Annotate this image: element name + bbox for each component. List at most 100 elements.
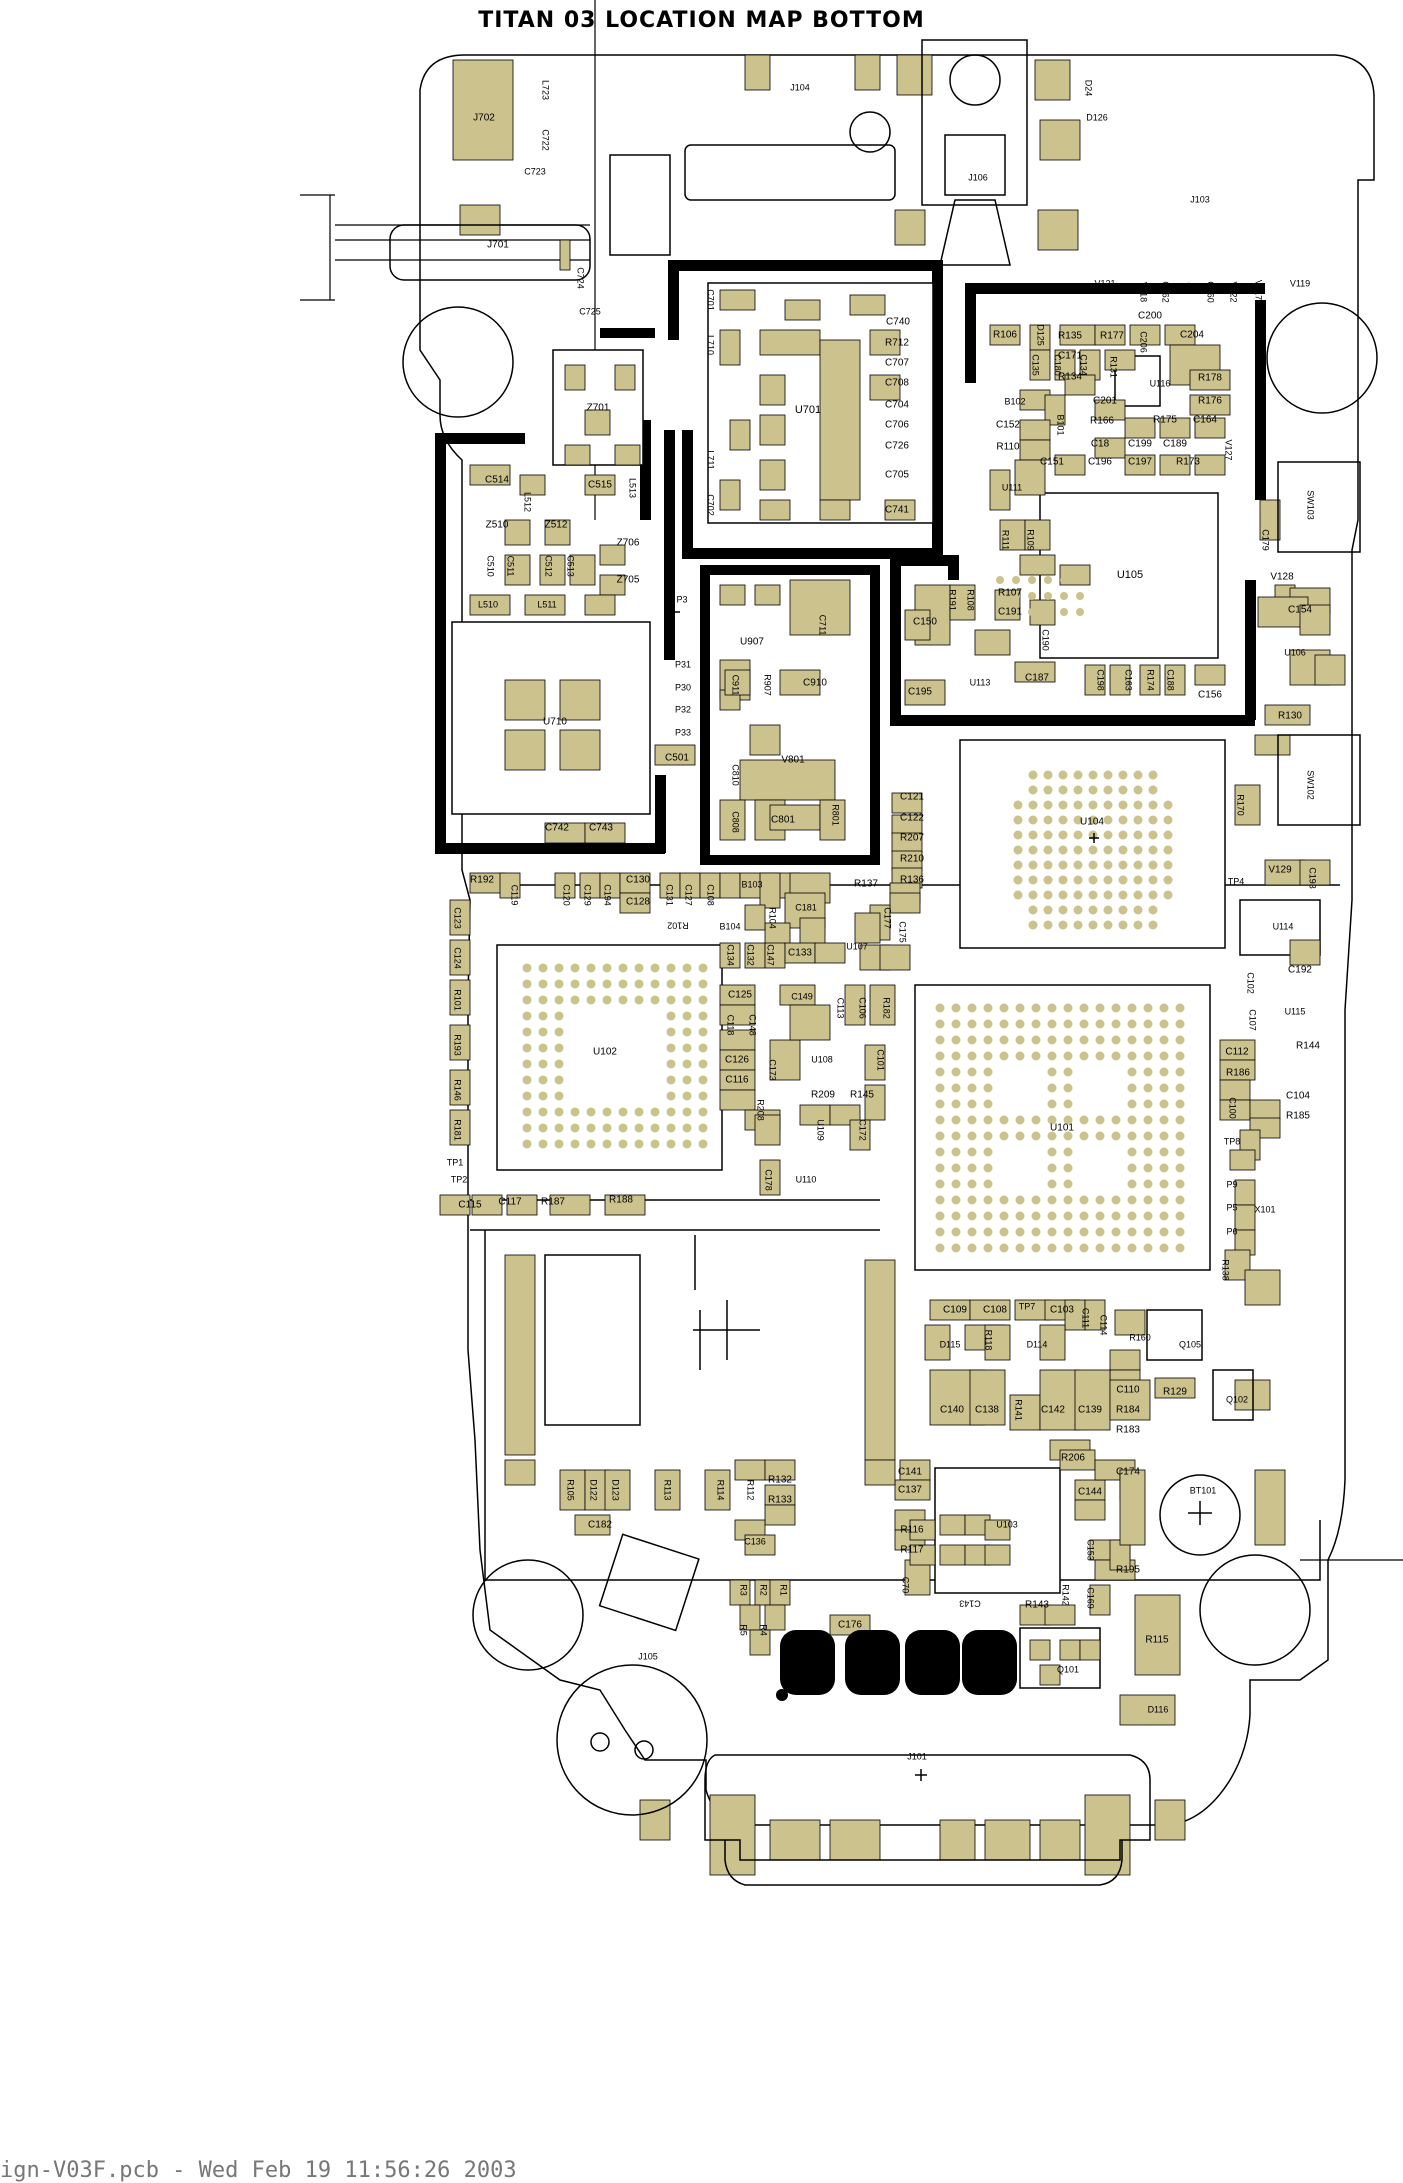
bga-ball [1127,1019,1137,1029]
component-pad [719,799,746,841]
refdes-label: C702 [706,494,716,516]
bga-ball [1079,1195,1089,1205]
bga-ball [1148,890,1158,900]
bga-ball [1095,1195,1105,1205]
refdes-label: C18 [1091,439,1110,450]
bga-ball [682,979,692,989]
footer-filename-timestamp: ign-V03F.pcb - Wed Feb 19 11:56:26 2003 [0,2158,517,2183]
refdes-label: R160 [1129,1332,1151,1342]
bga-ball [1012,576,1020,584]
bga-ball [586,995,596,1005]
bga-ball [996,576,1004,584]
bga-ball [983,1067,993,1077]
bga-ball [1079,1211,1089,1221]
refdes-label: C114 [1099,1315,1109,1336]
bga-ball [698,1027,708,1037]
refdes-label: P33 [675,727,691,737]
refdes-label: D114 [1027,1339,1048,1349]
bga-ball [967,1163,977,1173]
component-pad [1064,374,1096,396]
vibrator-outline [556,1664,708,1816]
refdes-label: C134 [1079,354,1089,376]
bga-ball [1088,875,1098,885]
bga-ball [554,963,564,973]
refdes-label: R105 [566,1479,576,1501]
refdes-label: V118 [1139,282,1149,302]
bga-ball [570,1139,580,1149]
refdes-label: B101 [1056,414,1066,435]
refdes-label: C726 [885,441,909,452]
bga-ball [1063,1147,1073,1157]
component-pad [779,669,821,696]
refdes-label: R135 [1058,331,1082,342]
bga-ball [570,963,580,973]
component-pad [709,1794,756,1876]
bga-ball [666,1011,676,1021]
bga-ball [1047,1243,1057,1253]
component-pad [504,1254,536,1456]
bga-ball [1073,920,1083,930]
bga-ball [999,1115,1009,1125]
bga-ball [1015,1243,1025,1253]
bga-ball [554,1075,564,1085]
bga-ball [1047,1131,1057,1141]
refdes-label: C801 [771,815,795,826]
refdes-label: C190 [1041,629,1051,651]
bga-ball [1127,1067,1137,1077]
bga-ball [1159,1083,1169,1093]
component-pad [939,1514,966,1536]
refdes-label: C119 [510,885,520,906]
refdes-label: R130 [1278,711,1302,722]
refdes-label: R2 [759,1584,769,1596]
component-pad [1044,1604,1076,1626]
bga-ball [1159,1115,1169,1125]
component-pad [884,499,916,521]
component-pad [864,1084,886,1121]
bga-ball [1047,1019,1057,1029]
bga-ball [1073,860,1083,870]
refdes-label: C100 [1228,1097,1238,1119]
refdes-label: C116 [725,1075,749,1086]
bga-ball [935,1099,945,1109]
bga-ball [1118,860,1128,870]
bga-ball [1073,770,1083,780]
component-pad [1124,417,1156,439]
refdes-label: Z512 [545,520,568,531]
bga-ball [1143,1019,1153,1029]
bga-ball [999,1211,1009,1221]
bga-ball [1043,860,1053,870]
refdes-label: C112 [1225,1047,1249,1058]
bga-ball [1079,1115,1089,1125]
bga-ball [682,1139,692,1149]
bga-ball [1058,905,1068,915]
bga-ball [666,1043,676,1053]
bga-ball [586,1107,596,1117]
bga-ball [1013,800,1023,810]
bga-ball [682,1027,692,1037]
bga-ball [1133,830,1143,840]
component-pad [614,364,636,391]
component-pad [854,912,881,944]
u101-body [914,984,1211,1271]
refdes-label: C140 [940,1405,964,1416]
component-pad [639,1799,671,1841]
bga-ball [1103,830,1113,840]
refdes-label: C124 [453,947,463,969]
bga-ball [602,979,612,989]
refdes-label: J103 [1190,194,1210,204]
refdes-label: U907 [740,637,764,648]
component-pad [1104,349,1136,371]
bga-balls [522,576,1185,1253]
bga-ball [1127,1147,1137,1157]
bga-ball [935,1163,945,1173]
refdes-label: U111 [1002,482,1022,492]
component-pad [449,1024,471,1061]
bga-ball [1015,1035,1025,1045]
bga-ball [1111,1035,1121,1045]
refdes-label: R907 [763,674,773,696]
bga-ball [1159,1163,1169,1173]
refdes-label: R102 [667,921,689,931]
component-pad [1139,664,1161,696]
refdes-label: C126 [725,1055,749,1066]
refdes-label: C706 [885,420,909,431]
